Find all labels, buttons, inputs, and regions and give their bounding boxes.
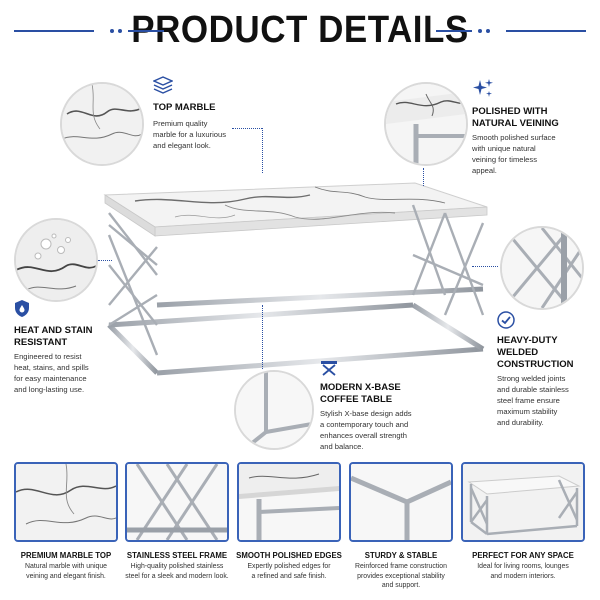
callout-line (232, 128, 262, 129)
callout-line (472, 266, 498, 267)
title-dot (478, 29, 482, 33)
tile-perfect-for-any-space (461, 462, 585, 542)
sparkle-icon (472, 78, 494, 100)
feature-title: HEAVY-DUTY WELDED CONSTRUCTION (497, 335, 574, 370)
tile-stainless-steel-frame (125, 462, 229, 542)
callout-line (98, 260, 112, 261)
callout-line (423, 168, 424, 186)
feature-title: MODERN X-BASE COFFEE TABLE (320, 382, 401, 405)
callout-line (262, 128, 263, 173)
page-title: PRODUCT DETAILS (131, 8, 469, 51)
feature-desc: Stylish X-base design adds a contemporar… (320, 409, 412, 451)
title-dot (110, 29, 114, 33)
title-rule-right (436, 30, 472, 32)
tile-sturdy-stable (349, 462, 453, 542)
callout-line (262, 305, 263, 369)
polished-corner-circle (384, 82, 468, 166)
tile-title: STURDY & STABLE (364, 551, 438, 560)
title-dot (486, 29, 490, 33)
feature-title: POLISHED WITH NATURAL VEINING (472, 106, 559, 129)
title-rule-far-right (506, 30, 586, 32)
shield-drop-icon (14, 299, 30, 318)
welded-joint-circle (500, 226, 584, 310)
feature-title: HEAT AND STAIN RESISTANT (14, 325, 93, 348)
feature-desc: Smooth polished surface with unique natu… (472, 133, 556, 175)
tile-title: PREMIUM MARBLE TOP (20, 551, 112, 560)
stain-closeup-circle (14, 218, 98, 302)
tile-title: STAINLESS STEEL FRAME (126, 551, 228, 560)
feature-desc: Strong welded joints and durable stainle… (497, 374, 569, 427)
tile-premium-marble-top (14, 462, 118, 542)
title-rule-left (128, 30, 164, 32)
title-dot (118, 29, 122, 33)
feature-title: TOP MARBLE (153, 102, 216, 113)
main-table-image (95, 165, 495, 390)
badge-check-icon (497, 311, 515, 329)
title-rule-far-left (14, 30, 94, 32)
layers-icon (153, 76, 173, 94)
marble-closeup-circle (60, 82, 144, 166)
feature-desc: Engineered to resist heat, stains, and s… (14, 352, 89, 394)
tile-smooth-polished-edges (237, 462, 341, 542)
tile-title: SMOOTH POLISHED EDGES (236, 551, 342, 560)
x-base-icon (320, 360, 338, 376)
tile-title: PERFECT FOR ANY SPACE (472, 551, 574, 560)
x-base-corner-circle (234, 370, 314, 450)
feature-desc: Premium quality marble for a luxurious a… (153, 119, 227, 150)
